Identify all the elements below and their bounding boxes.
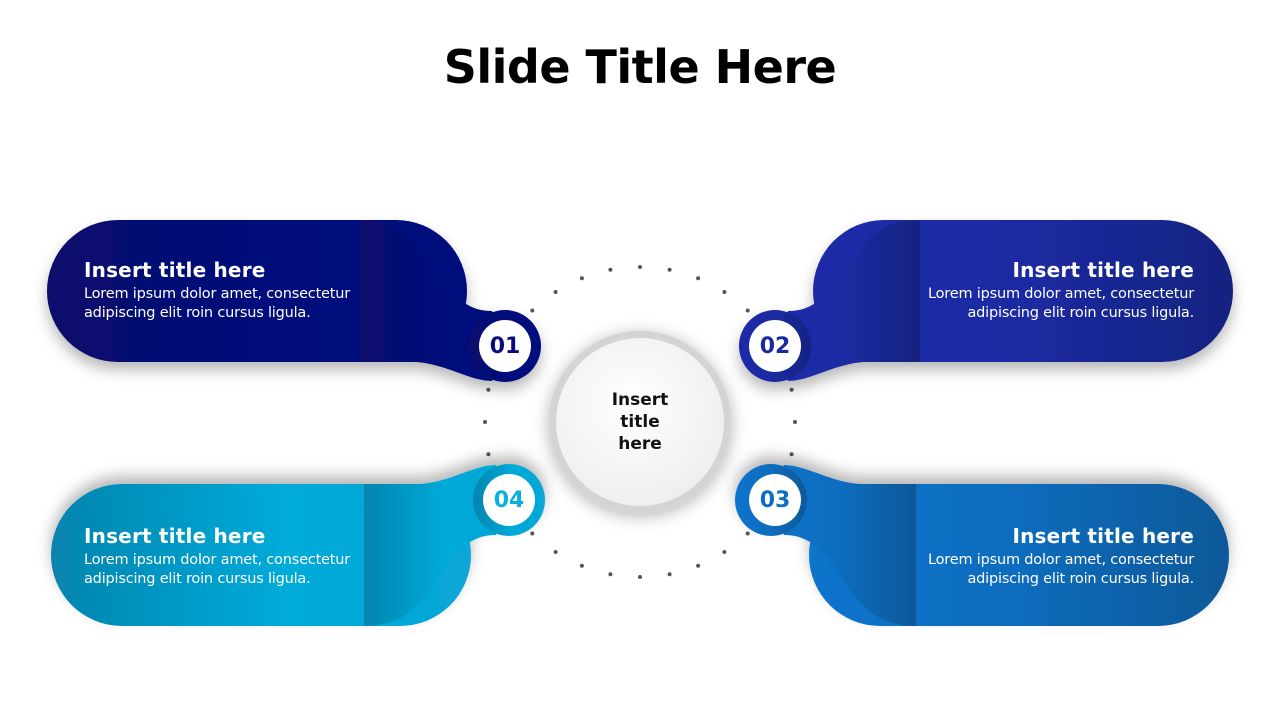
badge-01: 01 <box>479 320 531 372</box>
card-body-line: Lorem ipsum dolor amet, consectetur <box>84 552 351 568</box>
badge-number: 01 <box>489 333 521 359</box>
card-body-line: adipiscing elit roin cursus ligula. <box>84 571 311 587</box>
card-body-line: Lorem ipsum dolor amet, consectetur <box>927 552 1194 568</box>
badge-04: 04 <box>483 474 535 526</box>
card-body-line: adipiscing elit roin cursus ligula. <box>967 571 1194 587</box>
center-title-line: Insert <box>611 390 669 410</box>
slide-title: Slide Title Here <box>443 40 837 94</box>
badge-03: 03 <box>749 474 801 526</box>
badge-number: 04 <box>493 487 525 513</box>
center-circle <box>549 331 731 513</box>
card-body-line: Lorem ipsum dolor amet, consectetur <box>927 286 1194 302</box>
card-body-line: adipiscing elit roin cursus ligula. <box>967 305 1194 321</box>
center-title-line: title <box>620 412 660 432</box>
badge-number: 02 <box>759 333 791 359</box>
card-body: Lorem ipsum dolor amet, consectetur adip… <box>84 551 414 589</box>
badge-02: 02 <box>749 320 801 372</box>
card-01-text: Insert title here Lorem ipsum dolor amet… <box>84 258 414 323</box>
card-title: Insert title here <box>84 524 266 548</box>
card-body-line: adipiscing elit roin cursus ligula. <box>84 305 311 321</box>
card-03-text: Insert title here Lorem ipsum dolor amet… <box>864 524 1194 589</box>
card-body-line: Lorem ipsum dolor amet, consectetur <box>84 286 351 302</box>
card-body: Lorem ipsum dolor amet, consectetur adip… <box>864 551 1194 589</box>
badge-number: 03 <box>759 487 791 513</box>
card-title: Insert title here <box>1012 524 1194 548</box>
card-body: Lorem ipsum dolor amet, consectetur adip… <box>864 285 1194 323</box>
card-title: Insert title here <box>84 258 266 282</box>
card-body: Lorem ipsum dolor amet, consectetur adip… <box>84 285 414 323</box>
center-title-line: here <box>618 434 662 454</box>
card-04-text: Insert title here Lorem ipsum dolor amet… <box>84 524 414 589</box>
card-title: Insert title here <box>1012 258 1194 282</box>
card-02-text: Insert title here Lorem ipsum dolor amet… <box>864 258 1194 323</box>
center-title: Insert title here <box>580 389 700 455</box>
